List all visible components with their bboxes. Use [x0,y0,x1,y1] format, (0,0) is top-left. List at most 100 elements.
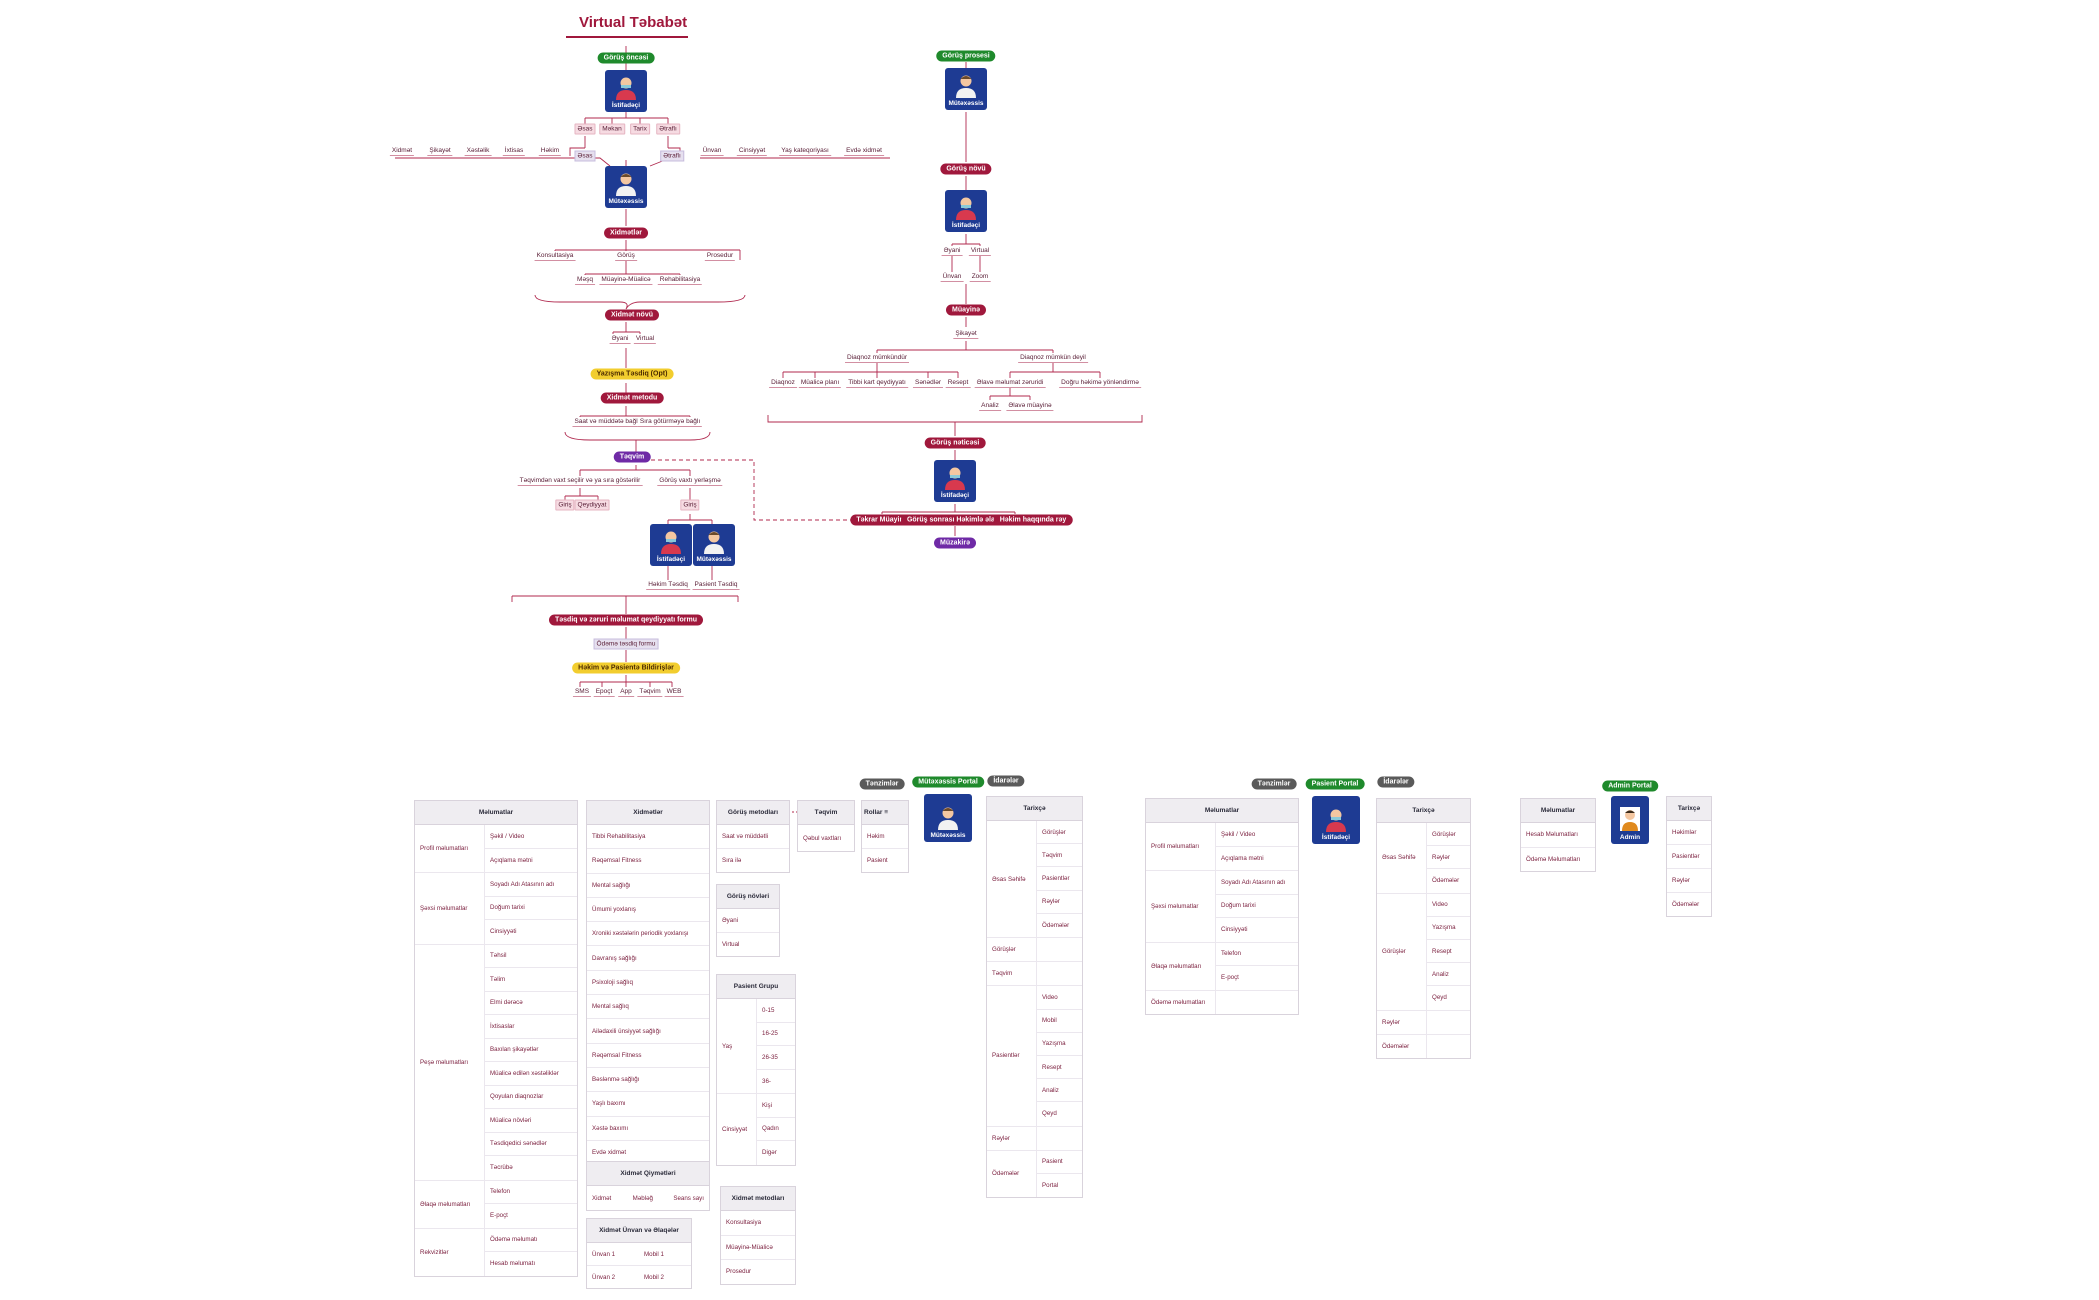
group-key[interactable]: Rəylər [987,1126,1037,1150]
group-value[interactable]: Analiz [1427,963,1470,987]
calendar-login[interactable]: Giriş [555,499,575,511]
service-method-node[interactable]: Xidmət metodu [600,392,664,404]
table-cell[interactable]: Virtual [722,941,740,948]
doctor-confirm[interactable]: Həkim Təsdiq [646,580,690,590]
group-value[interactable]: Təsdiqedici sənədlər [485,1133,577,1156]
group-value[interactable]: Təqvim [1037,844,1082,868]
group-value[interactable]: Resept [1427,940,1470,964]
group-value[interactable]: Qoyulan diaqnozlar [485,1086,577,1109]
group-value[interactable]: Soyadı Adı Atasının adı [1216,871,1298,895]
notify-web[interactable]: WEB [664,687,684,697]
main-item-disease[interactable]: Xəstəlik [464,146,492,156]
group-value[interactable]: Şəkil / Video [1216,823,1298,847]
group-value[interactable]: Telefon [1216,943,1298,966]
group-value[interactable]: Müalicə edilən xəstəliklər [485,1062,577,1086]
calendar-login-2[interactable]: Giriş [680,499,700,511]
extra-examination[interactable]: Əlavə müayinə [1006,401,1054,411]
group-value[interactable]: Analiz [1037,1079,1082,1103]
table-cell[interactable]: Həkimlər [1672,829,1697,836]
service-type-in-person[interactable]: Əyani [609,334,631,344]
group-key[interactable]: Pasientlər [987,986,1037,1126]
group-value[interactable]: E-poçt [490,1212,508,1220]
result-doctor-review[interactable]: Həkim haqqında rəy [993,514,1073,526]
not-possible-redirect[interactable]: Doğru həkimə yönləndirmə [1059,378,1141,388]
result-contact-doctor[interactable]: Görüş sonrası Həkimlə əlaqə [900,514,1010,526]
group-value[interactable]: Görüşlər [1427,823,1470,847]
group-key[interactable]: Cinsiyyət [717,1094,757,1165]
user-field-detail[interactable]: Ətraflı [656,123,680,135]
group-key[interactable]: Peşə məlumatları [415,944,485,1180]
possible-medical-card[interactable]: Tibbi kart qeydiyyatı [846,378,908,388]
group-value[interactable]: Açıqlama mətni [490,856,533,864]
group-key[interactable]: Ödəmələr [987,1150,1037,1198]
notify-email[interactable]: Epoçt [593,687,615,697]
group-value[interactable]: 36- [762,1077,771,1085]
group-value[interactable]: 16-25 [757,1023,795,1046]
table-cell[interactable]: Pasientlər [1672,853,1700,860]
service-visit[interactable]: Görüş [615,251,637,261]
complaint-node[interactable]: Şikayət [953,329,979,339]
table-cell[interactable]: Rəylər [1672,877,1690,884]
confirm-form-node[interactable]: Təsdiq və zəruri məlumat qeydiyyatı form… [549,614,703,626]
calendar-select-time[interactable]: Təqvimdən vaxt seçilir və ya sıra göstər… [517,476,643,486]
table-cell[interactable]: Bəslənmə sağlığı [592,1076,640,1084]
visit-result-node[interactable]: Görüş nəticəsi [924,437,986,449]
group-key[interactable]: Ödəmələr [1377,1034,1427,1058]
table-cell[interactable]: Ailədaxili ünsiyyət sağlığı [592,1027,661,1035]
group-value[interactable]: Telefon [485,1181,577,1204]
group-value[interactable]: Resept [1037,1056,1082,1080]
table-cell[interactable]: Rəqəmsal Fitness [592,857,642,865]
group-key[interactable]: Yaş [717,999,757,1093]
group-value[interactable]: Yazışma [1037,1033,1082,1056]
group-value[interactable]: Müalicə növləri [485,1109,577,1133]
table-cell[interactable]: Ödəmələr [1672,901,1700,908]
table-cell[interactable]: Müayinə-Müalicə [726,1243,773,1251]
diagnosis-possible[interactable]: Diaqnoz mümkündür [845,353,909,363]
group-value[interactable]: Ödəmə məlumatı [485,1229,577,1252]
group-key[interactable]: Ödəmə məlumatları [1146,990,1216,1014]
table-cell[interactable]: Evdə xidmət [592,1149,627,1156]
payment-form-node[interactable]: Ödəmə təsdiq formu [593,638,659,650]
method-queue[interactable]: Sıra götürməyə bağlı [637,417,703,427]
method-time-duration[interactable]: Saat və müddətə bağlı [572,417,642,427]
visit-type-in-person[interactable]: Əyani [941,246,963,256]
table-cell[interactable]: Saat və müddətli [722,833,769,840]
table-cell[interactable]: Yaşlı baxımı [592,1100,626,1108]
group-value[interactable]: Yazışma [1427,917,1470,940]
group-value[interactable]: İxtisaslar [485,1015,577,1039]
exam-node[interactable]: Müayinə [945,304,987,316]
calendar-visit-placement[interactable]: Görüş vaxtı yerləşmə [657,476,723,486]
table-cell[interactable]: Tibbi Rehabilitasiya [592,833,646,841]
table-cell[interactable]: Ümumi yoxlanış [592,906,637,914]
group-value[interactable]: Təhsil [485,945,577,968]
group-value[interactable]: Mobil [1037,1010,1082,1033]
visit-type-zoom[interactable]: Zoom [969,272,991,282]
user-field-location[interactable]: Məkan [599,123,625,135]
possible-treatment-plan[interactable]: Müalicə planı [798,378,842,388]
group-value[interactable]: Ödəmələr [1042,921,1070,929]
main-item-doctor[interactable]: Həkim [538,146,562,156]
group-value[interactable]: Rəylər [1037,891,1082,914]
detail-filter-node[interactable]: Ətraflı [660,150,684,162]
group-value[interactable]: Kişi [757,1094,795,1118]
group-value[interactable]: Cinsiyyəti [1221,926,1248,934]
table-cell[interactable]: Ödəmə Məlumatları [1526,855,1581,863]
group-value[interactable]: Qeyd [1432,994,1447,1002]
visit-rehabilitation[interactable]: Rehabilitasiya [657,275,703,285]
possible-diagnosis[interactable]: Diaqnoz [769,378,797,388]
calendar-node[interactable]: Təqvim [613,451,651,463]
notify-calendar[interactable]: Təqvim [637,687,663,697]
possible-prescription[interactable]: Resept [945,378,971,388]
group-value[interactable]: Portal [1042,1182,1059,1190]
table-cell[interactable]: Həkim [867,833,885,840]
table-cell[interactable]: Prosedur [726,1268,752,1276]
group-value[interactable]: Video [1427,894,1470,917]
group-key[interactable]: Şəxsi məlumatlar [1146,871,1216,942]
service-type-virtual[interactable]: Virtual [633,334,657,344]
group-value[interactable]: Pasient [1037,1151,1082,1174]
table-cell[interactable]: Hesab Məlumatları [1526,831,1578,839]
result-repeat-exam[interactable]: Təkrar Müayinə [850,514,914,526]
group-value[interactable]: Hesab məlumatı [490,1260,536,1268]
group-key[interactable]: Əlaqə məlumatları [1146,942,1216,990]
main-filter-node[interactable]: Əsas [574,150,596,162]
